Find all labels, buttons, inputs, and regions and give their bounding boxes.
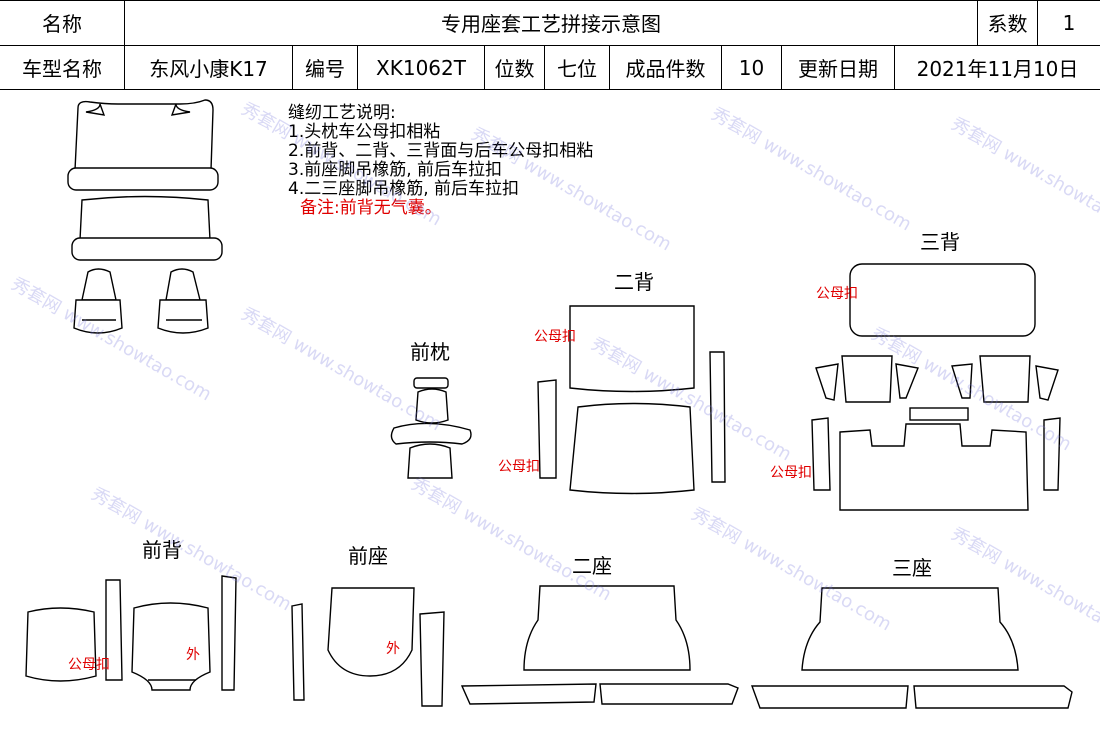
sewing-notes: 缝纫工艺说明: 1.头枕车公母扣相粘 2.前背、二背、三背面与后车公母扣相粘 3…: [288, 104, 593, 218]
seats-label: 位数: [485, 45, 545, 90]
label-front-back: 前背: [142, 538, 182, 562]
label-second-seat: 二座: [572, 554, 612, 578]
front-seat-pieces: [291, 587, 445, 707]
note-item: 1.头枕车公母扣相粘: [288, 122, 441, 142]
code-label: 编号: [293, 45, 358, 90]
label-second-back: 二背: [614, 270, 654, 294]
third-back-pieces: [811, 263, 1061, 511]
code-value: XK1062T: [358, 45, 485, 90]
notes-heading: 缝纫工艺说明:: [288, 103, 396, 123]
coef-value: 1: [1062, 10, 1076, 35]
date-value: 2021年11月10日: [916, 57, 1079, 81]
label-front-headrest: 前枕: [410, 340, 450, 364]
pieces-label: 成品件数: [610, 45, 722, 90]
snap-annotation: 公母扣: [534, 329, 576, 345]
coef-label: 系数: [978, 0, 1038, 45]
outer-annotation: 外: [386, 641, 400, 657]
second-seat-pieces: [460, 585, 739, 705]
car-label: 车型名称: [0, 45, 125, 90]
table-border-mid: [0, 45, 1100, 46]
note-item: 4.二三座脚吊橡筋, 前后车拉扣: [288, 179, 520, 199]
seat-overview-diagram: [67, 99, 223, 334]
remark-note: 备注:前背无气囊。: [300, 198, 442, 218]
label-third-back: 三背: [920, 230, 960, 254]
snap-annotation: 公母扣: [498, 459, 540, 475]
label-third-seat: 三座: [892, 556, 932, 580]
note-item: 2.前背、二背、三背面与后车公母扣相粘: [288, 141, 594, 161]
table-border-bottom: [0, 89, 1100, 90]
snap-annotation: 公母扣: [770, 465, 812, 481]
second-back-pieces: [537, 305, 726, 495]
note-item: 3.前座脚吊橡筋, 前后车拉扣: [288, 160, 503, 180]
table-border-top: [0, 0, 1100, 1]
sheet-title: 专用座套工艺拼接示意图: [125, 0, 978, 45]
label-front-seat: 前座: [348, 544, 388, 568]
snap-annotation: 公母扣: [816, 286, 858, 302]
third-seat-pieces: [751, 587, 1073, 709]
snap-annotation: 公母扣: [68, 657, 110, 673]
front-headrest-pieces: [390, 377, 472, 479]
front-back-pieces: [25, 575, 237, 691]
date-label: 更新日期: [782, 45, 895, 90]
car-value: 东风小康K17: [125, 45, 293, 90]
name-label: 名称: [0, 0, 125, 45]
outer-annotation: 外: [186, 647, 200, 663]
seats-value: 七位: [545, 45, 610, 90]
header-table: 名称 专用座套工艺拼接示意图 系数 1 车型名称 东风小康K17 编号 XK10…: [0, 0, 1100, 90]
pieces-value: 10: [722, 45, 782, 90]
